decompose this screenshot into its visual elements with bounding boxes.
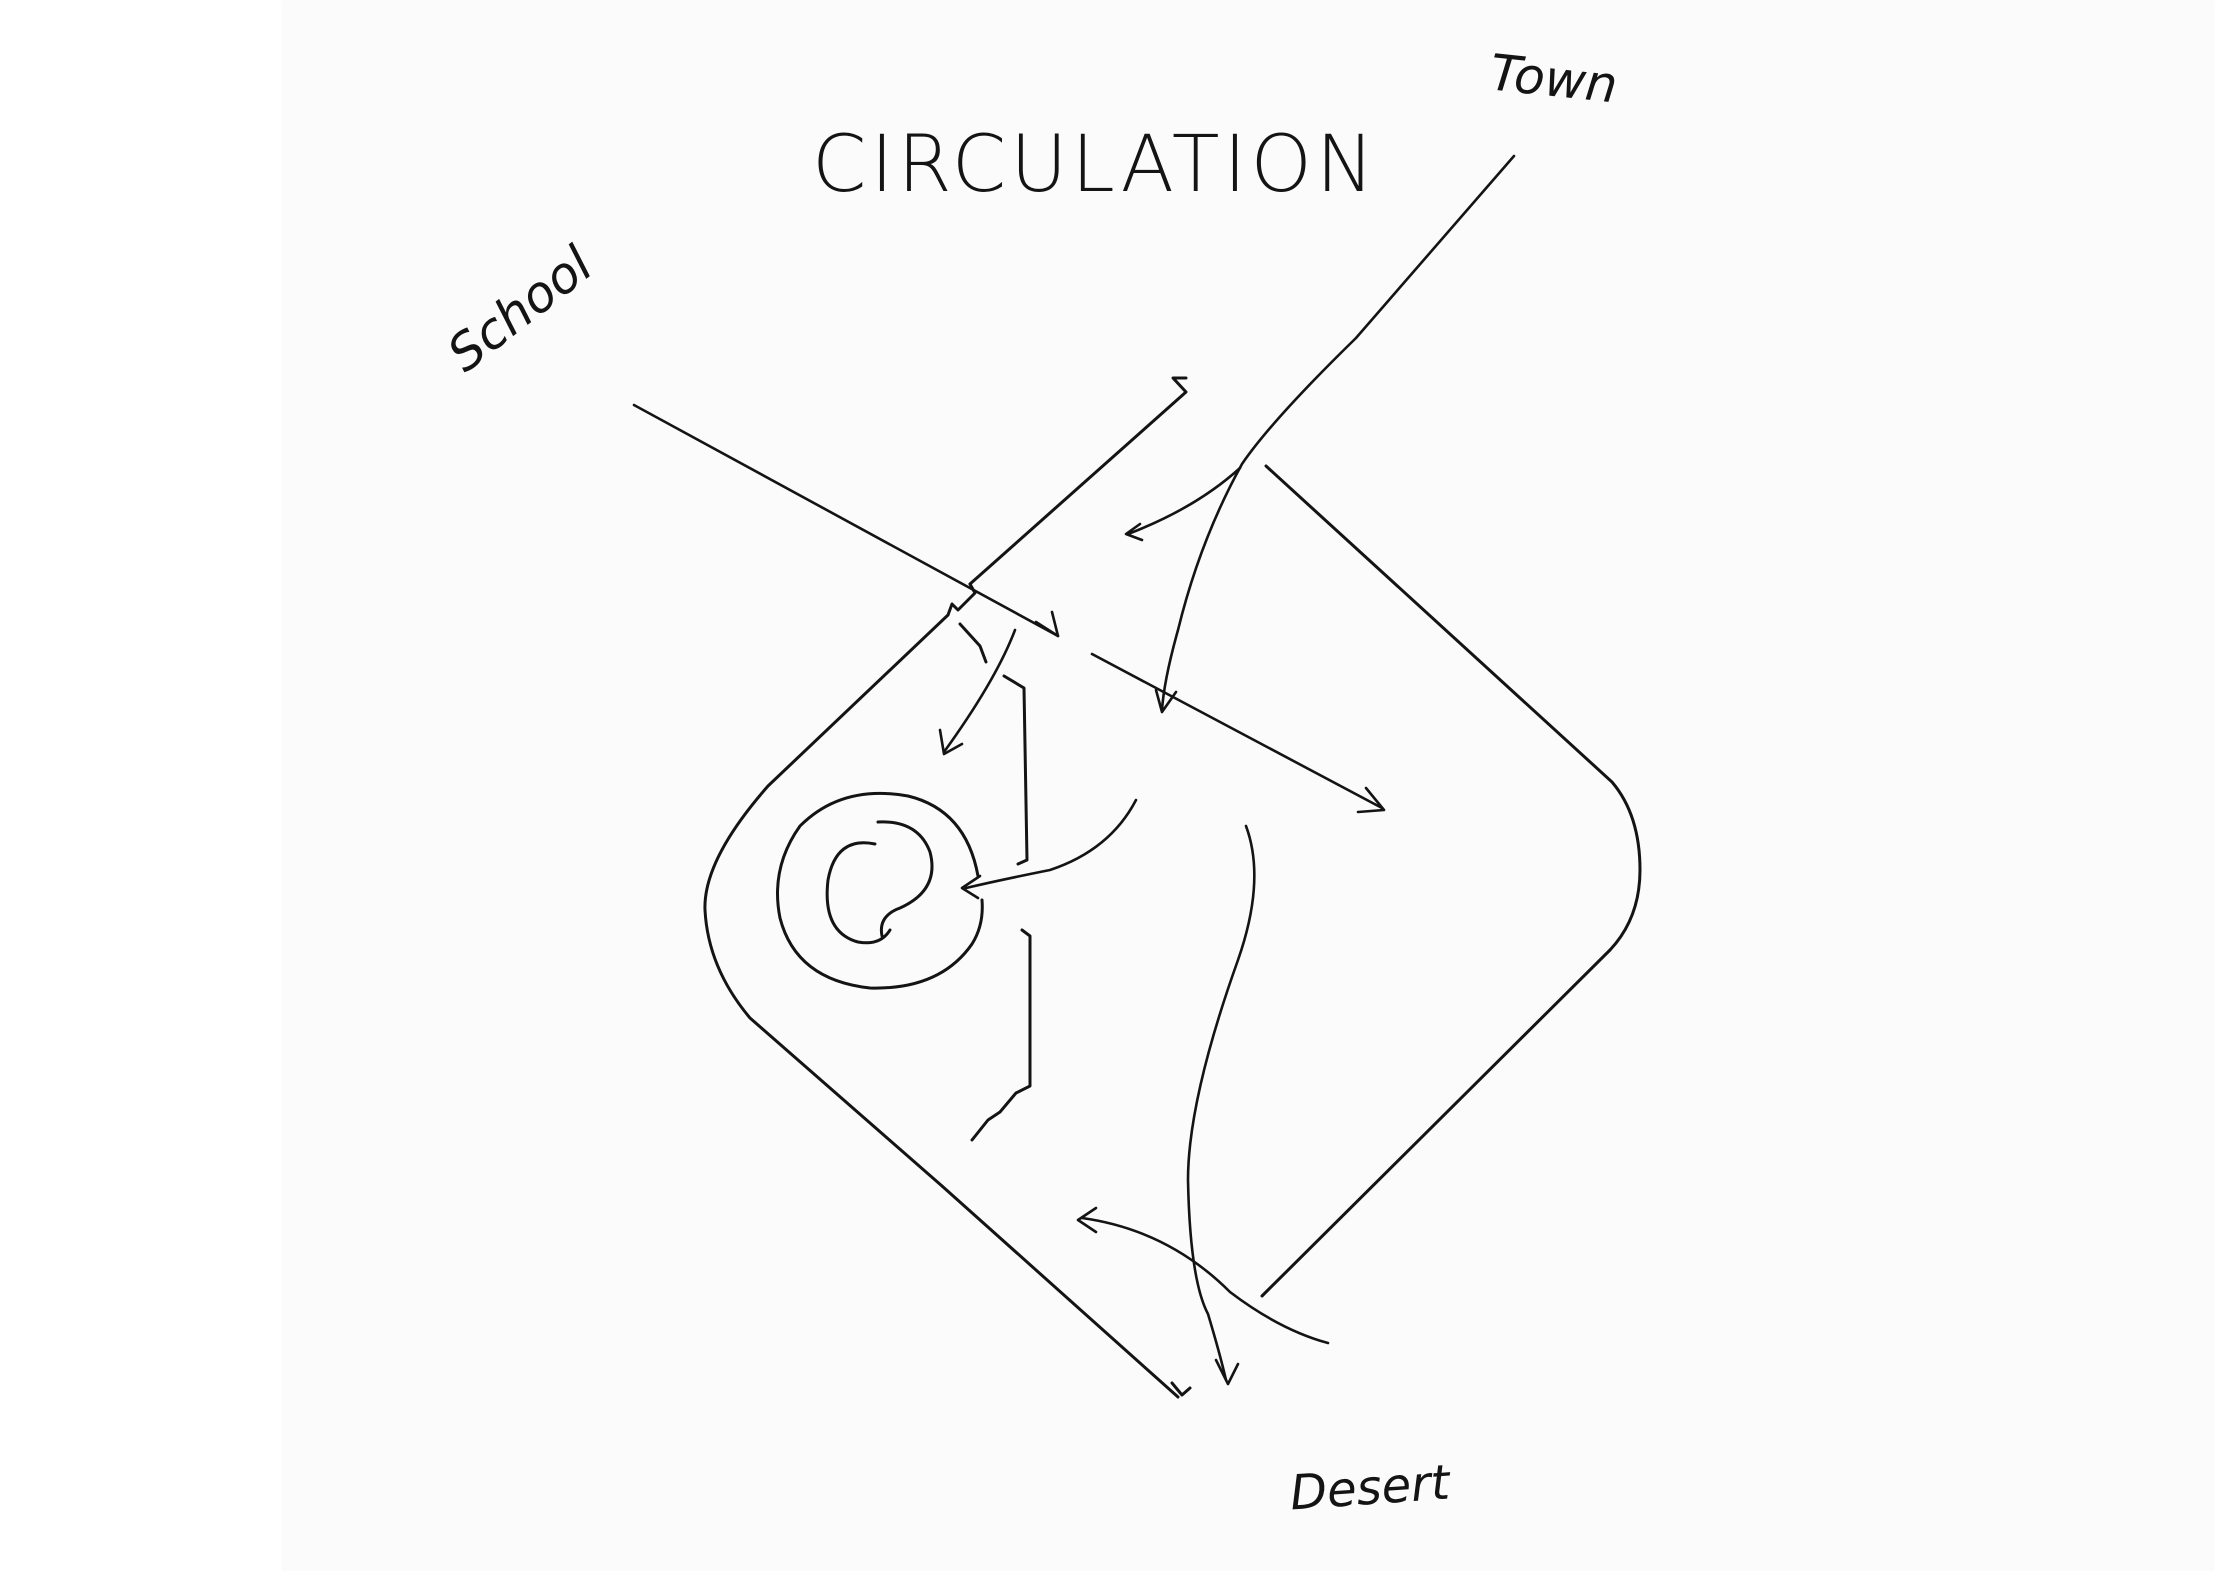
circulation-paths — [632, 154, 1516, 1386]
wall-left-corner — [703, 613, 950, 1188]
partition-upper-bracket — [958, 622, 988, 664]
wall-lower-left — [940, 1184, 1180, 1399]
desert-return-path — [1080, 1216, 1330, 1345]
desert-label: Desert — [1288, 1454, 1452, 1522]
entry-down-path — [942, 628, 1017, 754]
desert-path — [1186, 824, 1256, 1382]
partition-lower — [970, 928, 1032, 1142]
desert-arrowhead — [1214, 1358, 1240, 1386]
interior-walls — [958, 622, 1032, 1142]
school-continue-arrowhead — [1356, 786, 1386, 814]
town-label: Town — [1487, 43, 1621, 115]
spiral-core — [776, 791, 984, 990]
sketch-paper — [283, 0, 2213, 1571]
wall-upper-right — [1264, 464, 1642, 952]
desert-return-arrowhead — [1076, 1206, 1098, 1234]
entry-down-arrowhead — [938, 728, 964, 756]
town-branch — [1126, 466, 1242, 536]
spiral-entry-arrowhead — [960, 874, 982, 900]
wall-lower-right — [1260, 948, 1612, 1298]
wall-upper-left — [968, 376, 1188, 586]
partition-upper-right — [1002, 674, 1029, 866]
spiral-entry-path — [964, 798, 1138, 890]
school-path — [632, 403, 1060, 638]
spiral-inner-left — [825, 841, 892, 945]
spiral-outer-ring — [776, 791, 984, 990]
school-arrowhead — [1034, 610, 1060, 638]
town-path — [1160, 154, 1516, 712]
wall-bottom-tick — [1170, 1381, 1192, 1397]
school-continue — [1090, 652, 1384, 810]
diagram-title: CIRCULATION — [812, 120, 1379, 210]
town-arrowhead — [1154, 688, 1178, 714]
town-branch-arrowhead — [1124, 522, 1144, 542]
spiral-inner-right — [876, 820, 934, 938]
building-outline — [703, 376, 1642, 1399]
